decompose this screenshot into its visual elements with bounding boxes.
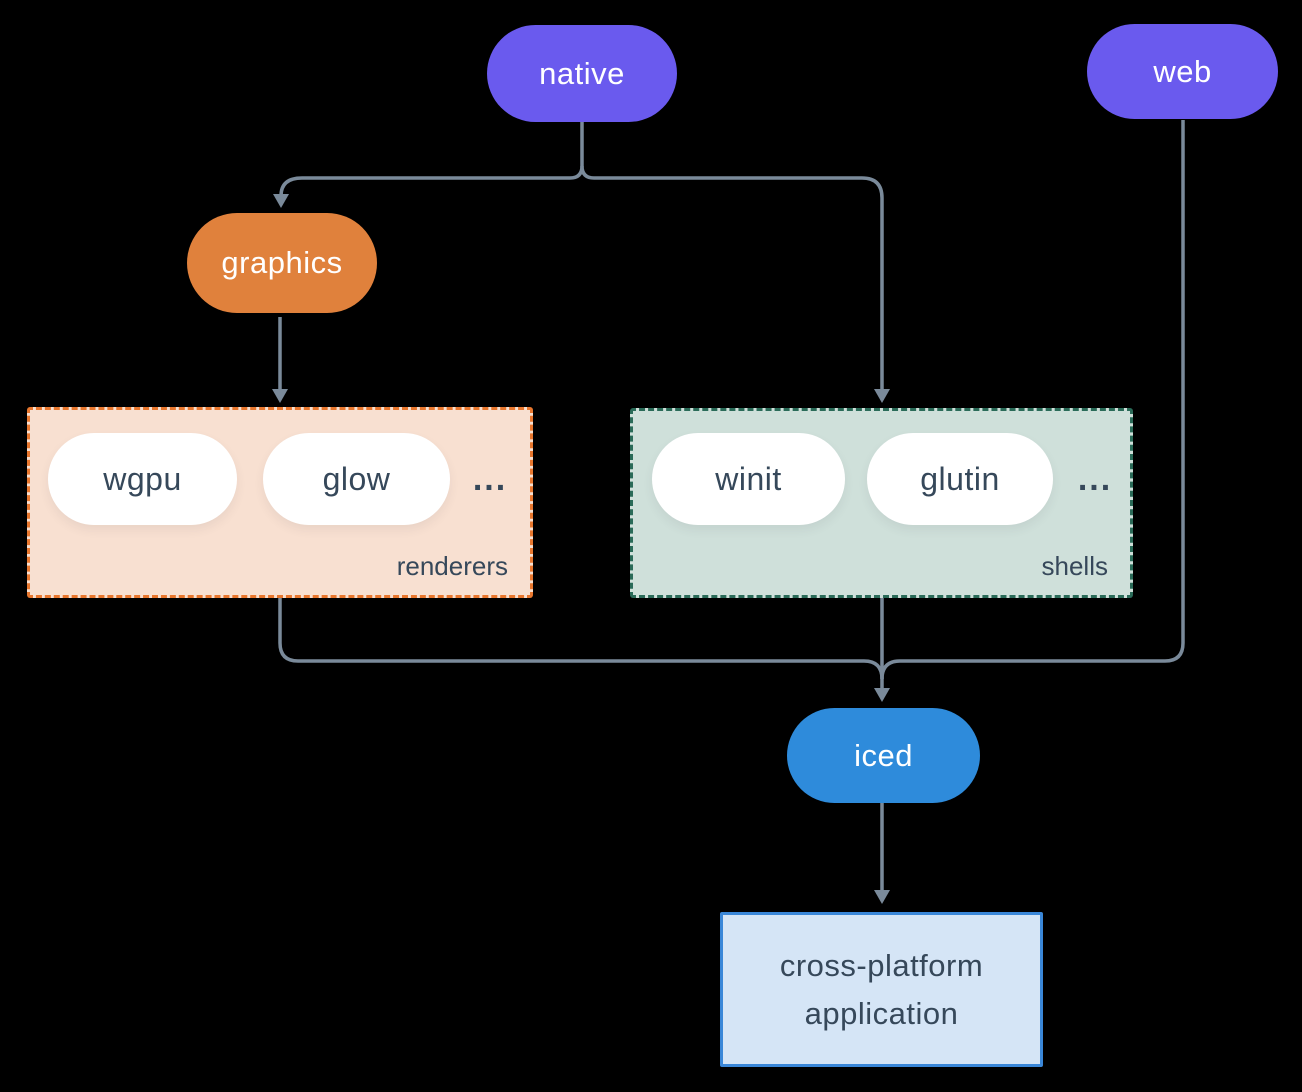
node-iced-label: iced: [854, 737, 913, 773]
node-wgpu: wgpu: [48, 433, 237, 525]
edge-web-iced: [880, 120, 1185, 680]
arrowhead-application: [874, 890, 890, 904]
node-glutin-label: glutin: [920, 460, 1000, 497]
arrowhead-renderers-top: [272, 389, 288, 403]
node-iced: iced: [787, 708, 980, 803]
node-web: web: [1087, 24, 1278, 119]
renderers-ellipsis: ...: [472, 459, 508, 498]
node-glow: glow: [263, 433, 450, 525]
group-renderers-label: renderers: [396, 551, 508, 581]
node-winit: winit: [652, 433, 845, 525]
node-application-label-line2: application: [804, 995, 959, 1031]
node-wgpu-label: wgpu: [103, 460, 182, 497]
arrowhead-shells-top: [874, 389, 890, 403]
node-web-label: web: [1153, 53, 1212, 89]
group-shells-label: shells: [1041, 551, 1108, 581]
edge-native-graphics: [279, 165, 584, 197]
node-graphics: graphics: [187, 213, 377, 313]
node-graphics-label: graphics: [221, 245, 343, 280]
shells-ellipsis: ...: [1077, 459, 1113, 498]
node-native: native: [487, 25, 677, 122]
edge-native-shells: [580, 165, 884, 389]
node-application-label-line1: cross-platform: [779, 947, 984, 983]
edge-renderers-iced: [278, 598, 884, 680]
arrowhead-iced: [874, 688, 890, 702]
node-application: cross-platform application: [720, 912, 1043, 1067]
node-winit-label: winit: [715, 460, 782, 497]
node-glutin: glutin: [867, 433, 1053, 525]
arrowhead-graphics: [273, 194, 289, 208]
node-native-label: native: [539, 55, 625, 91]
node-glow-label: glow: [322, 460, 391, 497]
